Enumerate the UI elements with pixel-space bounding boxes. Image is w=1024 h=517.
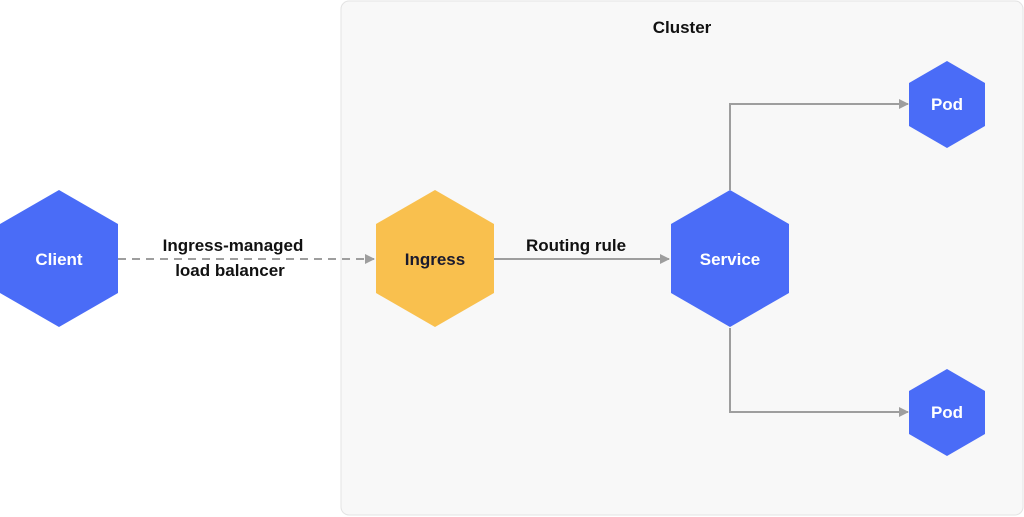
pod-top-hexagon [909,61,985,148]
service-hexagon [671,190,789,327]
pod-bottom-label: Pod [931,403,963,422]
ingress-label: Ingress [405,250,465,269]
ingress-hexagon [376,190,494,327]
node-ingress: Ingress [376,190,494,327]
client-hexagon [0,190,118,327]
node-service: Service [671,190,789,327]
pod-bottom-hexagon [909,369,985,456]
pod-top-label: Pod [931,95,963,114]
client-label: Client [35,250,83,269]
cluster-title: Cluster [653,18,712,37]
edge-service-to-pod-top [729,99,909,190]
edge-label-load-balancer-line1: Ingress-managed [163,236,304,255]
service-label: Service [700,250,761,269]
node-client: Client [0,190,118,327]
node-pod-bottom: Pod [909,369,985,456]
node-pod-top: Pod [909,61,985,148]
edge-label-load-balancer-line2: load balancer [175,261,285,280]
edge-label-routing-rule: Routing rule [526,236,626,255]
edge-service-to-pod-bottom [729,328,909,417]
